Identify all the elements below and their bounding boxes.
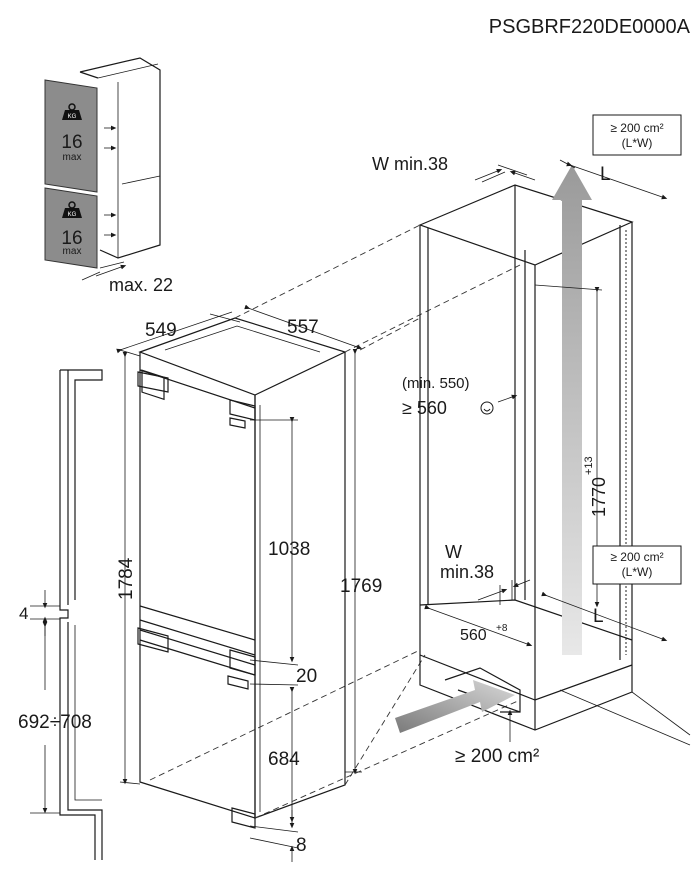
niche-height-base: 1770 [589,477,609,517]
side-panel-range: 692÷708 [18,712,92,733]
appliance-bottom-gap: 8 [296,835,307,856]
door-weight-value-lower: 16 [61,228,82,249]
kg-weight-icon: KG [62,201,82,218]
door-weight-value: 16 [61,132,82,153]
niche-bottom-l: L [593,606,604,627]
niche-top-l: L [600,164,611,185]
upper-door-panel [44,79,98,193]
appliance-body-height: 1769 [340,576,382,597]
niche-width-tol: +8 [496,623,508,634]
appliance-depth: 549 [145,320,177,341]
niche-depth: ≥ 560 [402,398,447,418]
niche-top-vent-sub: (L*W) [622,136,653,150]
appliance-upper-door: 1038 [268,539,310,560]
kg-weight-icon: KG [62,103,82,120]
appliance-lower-door: 684 [268,749,300,770]
niche-plinth-vent: ≥ 200 cm² [455,746,539,767]
niche-bottom-vent-area: ≥ 200 cm² [610,550,663,564]
airflow-up-arrow [552,165,592,655]
niche-min-depth-note: (min. 550) [402,375,470,392]
door-weight-diagram: KG 16 max KG 16 max max. 22 [44,57,173,295]
top-vent-box [592,114,682,156]
niche-bottom-wall-w: W [445,542,462,562]
side-panel-profile: 4 692÷708 [18,369,103,860]
appliance-total-height: 1784 [116,557,137,600]
niche-drawing: W min.38 L ≥ 200 cm² (L*W) (min. 550) ≥ … [372,114,691,767]
door-gap-label: max. 22 [109,275,173,295]
svg-text:KG: KG [68,114,77,120]
projection-lines [149,224,521,819]
lower-door-panel [44,187,98,269]
airflow-in-arrow [395,680,515,733]
niche-bottom-vent-sub: (L*W) [622,565,653,579]
door-weight-unit: max [63,152,82,163]
bottom-vent-box [592,545,682,585]
appliance-middle-gap: 20 [296,666,317,687]
door-weight-unit-lower: max [63,246,82,257]
smiley-icon [480,401,494,415]
niche-height-tol: +13 [583,456,595,475]
appliance-width: 557 [287,317,319,338]
side-panel-gap-top: 4 [19,604,28,623]
appliance-drawing: 549 557 1784 1769 1038 20 684 8 [116,304,382,862]
niche-width-base: 560 [460,627,487,644]
niche-bottom-wall-min: min.38 [440,562,494,582]
niche-top-wall: W min.38 [372,154,448,174]
niche-top-vent-area: ≥ 200 cm² [610,121,663,135]
svg-text:KG: KG [68,212,77,218]
model-code: PSGBRF220DE0000A [489,16,691,38]
